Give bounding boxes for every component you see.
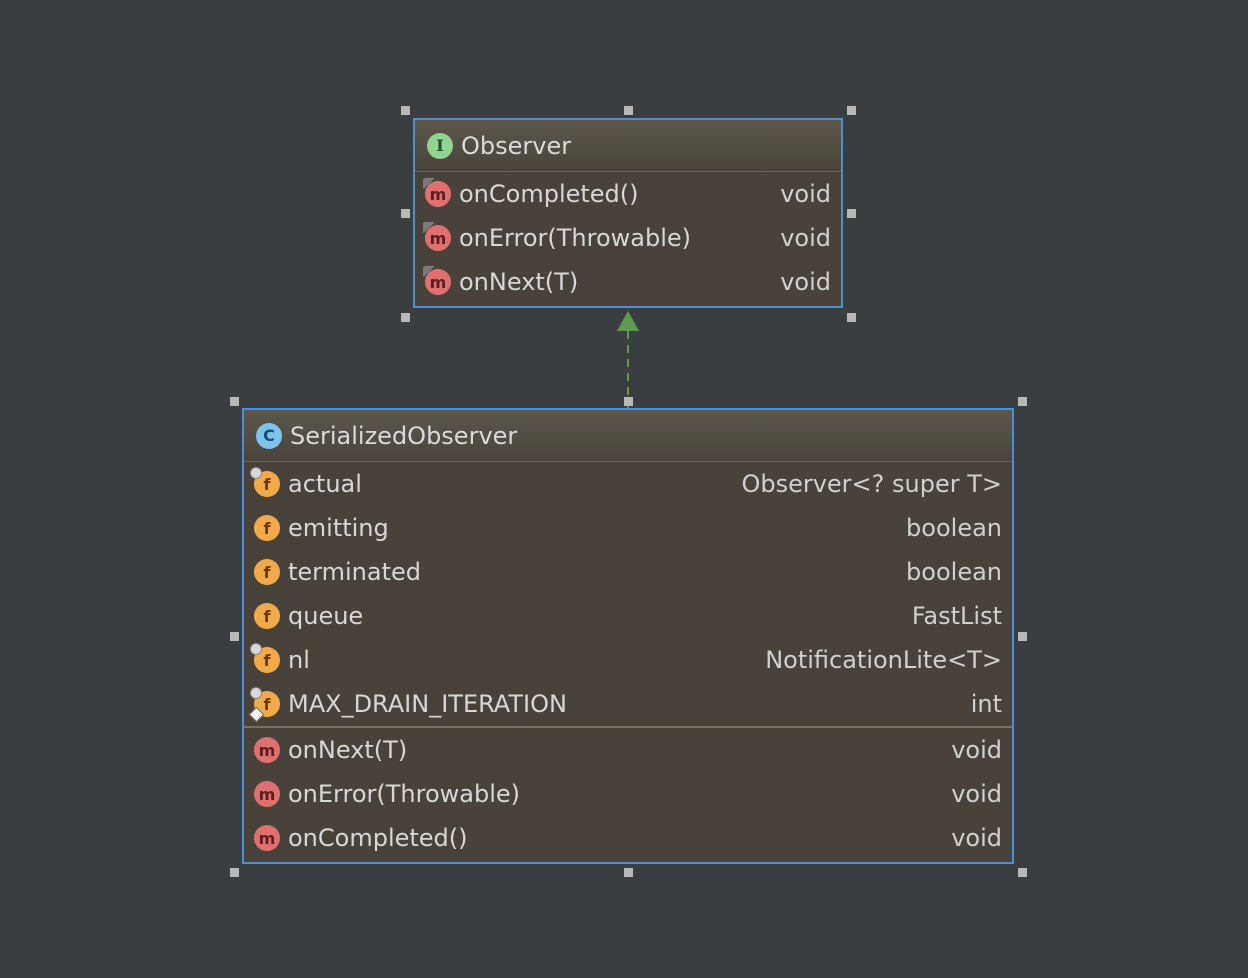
method-name: onError(Throwable) [459,224,692,252]
field-icon: f [254,559,280,585]
private-lock-icon [248,706,265,723]
method-icon: m [423,178,451,207]
class-node-serialized-observer[interactable]: C SerializedObserver f actual Observer<?… [242,408,1014,864]
method-row[interactable]: m onCompleted() void [244,816,1012,860]
method-row[interactable]: m onNext(T) void [244,728,1012,772]
field-name: MAX_DRAIN_ITERATION [288,690,567,718]
final-field-icon: f [250,467,280,497]
method-return-type: void [951,824,1002,852]
field-row[interactable]: f nl NotificationLite<T> [244,638,1012,682]
method-icon: m [423,266,451,295]
field-row[interactable]: f MAX_DRAIN_ITERATION int [244,682,1012,726]
node-header: I Observer [415,120,841,172]
method-return-type: void [951,736,1002,764]
resize-handle[interactable] [401,209,410,218]
resize-handle[interactable] [230,868,239,877]
field-type: NotificationLite<T> [765,646,1002,674]
method-icon: m [254,825,280,851]
static-final-field-icon: f [248,687,280,723]
field-type: FastList [911,602,1002,630]
node-title: SerializedObserver [290,421,518,450]
resize-handle[interactable] [847,313,856,322]
field-row[interactable]: f emitting boolean [244,506,1012,550]
field-row[interactable]: f terminated boolean [244,550,1012,594]
final-pin-icon [250,687,262,699]
interface-icon: I [427,132,453,159]
method-name: onNext(T) [459,268,579,296]
field-type: int [970,690,1002,718]
method-return-type: void [951,780,1002,808]
resize-handle[interactable] [847,106,856,115]
final-pin-icon [250,467,262,479]
field-type: boolean [906,514,1002,542]
field-name: actual [288,470,362,498]
resize-handle[interactable] [1018,632,1027,641]
resize-handle[interactable] [847,209,856,218]
resize-handle[interactable] [624,868,633,877]
resize-handle[interactable] [624,106,633,115]
resize-handle[interactable] [401,106,410,115]
final-field-icon: f [250,643,280,673]
method-icon: m [254,781,280,807]
method-icon: m [423,222,451,251]
field-name: queue [288,602,364,630]
method-name: onCompleted() [459,180,639,208]
method-row[interactable]: m onCompleted() void [415,172,841,216]
resize-handle[interactable] [230,632,239,641]
method-row[interactable]: m onError(Throwable) void [415,216,841,260]
method-return-type: void [780,224,831,252]
section-divider [244,726,1012,728]
node-header: C SerializedObserver [244,410,1012,462]
method-return-type: void [780,268,831,296]
final-pin-icon [250,643,262,655]
field-type: boolean [906,558,1002,586]
field-row[interactable]: f queue FastList [244,594,1012,638]
resize-handle[interactable] [401,313,410,322]
method-row[interactable]: m onNext(T) void [415,260,841,304]
node-title: Observer [461,131,572,160]
resize-handle[interactable] [1018,868,1027,877]
realization-arrowhead-icon [617,311,639,331]
field-name: terminated [288,558,421,586]
field-name: nl [288,646,310,674]
field-name: emitting [288,514,389,542]
method-icon: m [254,737,280,763]
method-row[interactable]: m onError(Throwable) void [244,772,1012,816]
field-icon: f [254,603,280,629]
interface-node-observer[interactable]: I Observer m onCompleted() void m onErro… [413,118,843,308]
field-type: Observer<? super T> [741,470,1002,498]
resize-handle[interactable] [624,397,633,406]
method-return-type: void [780,180,831,208]
resize-handle[interactable] [230,397,239,406]
field-row[interactable]: f actual Observer<? super T> [244,462,1012,506]
method-name: onError(Throwable) [288,780,521,808]
field-icon: f [254,515,280,541]
method-name: onNext(T) [288,736,408,764]
resize-handle[interactable] [1018,397,1027,406]
method-name: onCompleted() [288,824,468,852]
class-icon: C [256,422,282,449]
